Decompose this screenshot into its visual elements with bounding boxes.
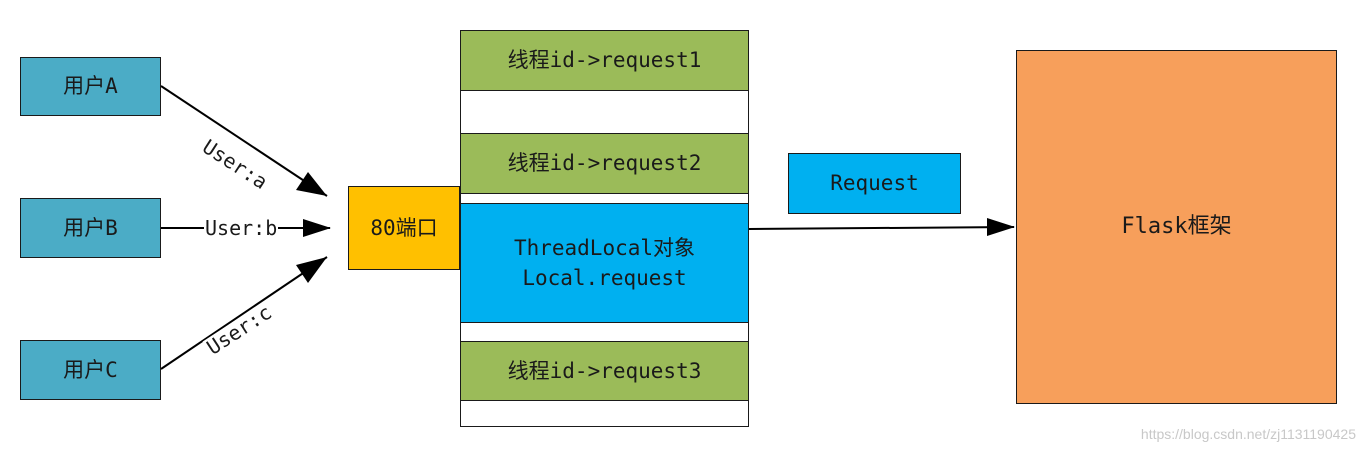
thread-request1-box: 线程id->request1 [460,30,749,91]
thread-request2-label: 线程id->request2 [507,151,702,176]
threadlocal-subtitle: Local.request [522,266,687,290]
watermark: https://blog.csdn.net/zj1131190425 [1140,426,1356,442]
user-a-label: 用户A [63,74,118,99]
thread-request3-box: 线程id->request3 [460,341,749,401]
flask-framework-label: Flask框架 [1121,214,1232,240]
threadlocal-box: ThreadLocal对象 Local.request [460,203,749,323]
user-b-box: 用户B [20,198,161,258]
user-a-box: 用户A [20,57,161,116]
user-b-label: 用户B [63,215,118,240]
edge-user-b-label: User:b [204,216,279,240]
thread-request3-label: 线程id->request3 [507,358,702,383]
request-label: Request [830,171,919,196]
edge-request-arrow [748,226,1015,230]
port-80-box: 80端口 [348,186,460,270]
port-80-label: 80端口 [370,215,438,240]
threadlocal-title: ThreadLocal对象 [513,235,696,260]
thread-request2-box: 线程id->request2 [460,133,749,194]
user-c-box: 用户C [20,340,161,400]
edge-user-a-arrow [160,85,328,197]
thread-request1-label: 线程id->request1 [507,48,702,73]
flask-framework-box: Flask框架 [1016,50,1337,404]
request-box: Request [788,153,961,214]
user-c-label: 用户C [63,357,118,382]
